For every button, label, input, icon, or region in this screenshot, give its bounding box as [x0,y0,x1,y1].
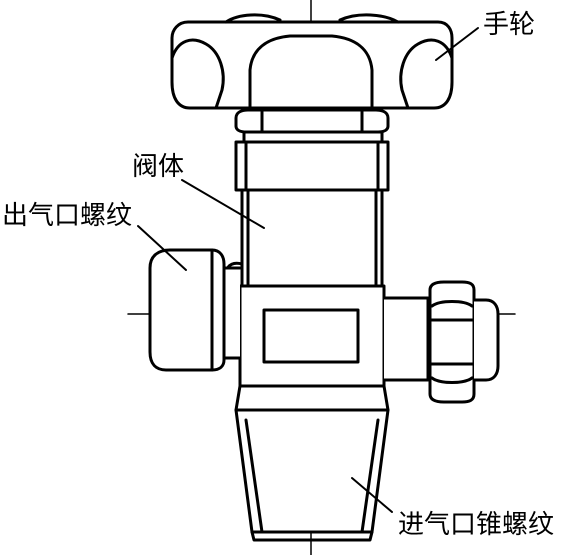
outlet-fitting [148,248,242,372]
hex-nut-faces [428,300,476,384]
inlet-taper [234,384,390,542]
leader-outlet-thread [137,225,187,271]
handwheel-lobe-left [170,38,225,110]
leader-lines [137,27,479,513]
central-block-window [262,308,360,364]
inlet-taper-tip [250,530,374,542]
label-outlet-thread: 出气口螺纹 [2,201,133,231]
handwheel-top-edge [224,13,400,24]
valve-body-column [240,188,384,288]
leader-inlet-thread [351,477,393,513]
handwheel [170,13,454,110]
valve-body [224,140,390,288]
handwheel-lobe-middle [248,34,374,110]
label-handwheel: 手轮 [483,10,536,40]
safety-fitting-neck [382,296,430,382]
hex-nut-cap [472,298,500,382]
valve-body-neck-inner [244,140,380,192]
stem-nut [234,108,390,134]
central-block [238,284,386,388]
safety-fitting [382,280,500,404]
central-block-outline [238,284,386,388]
leader-handwheel [435,27,479,61]
handwheel-lobe-right [399,38,454,110]
inlet-taper-thread-lines [244,418,380,534]
hex-nut [428,280,476,404]
valve-body-column-inner [246,188,378,288]
label-valve-body: 阀体 [132,152,185,182]
leader-valve-body [181,179,265,229]
label-inlet-thread: 进气口锥螺纹 [398,510,555,540]
stem-nut-inner [260,108,364,134]
handwheel-outline [170,20,454,110]
inlet-taper-collar [234,384,390,412]
valve-body-neck [234,140,390,192]
stem-nut-outline [234,108,390,134]
